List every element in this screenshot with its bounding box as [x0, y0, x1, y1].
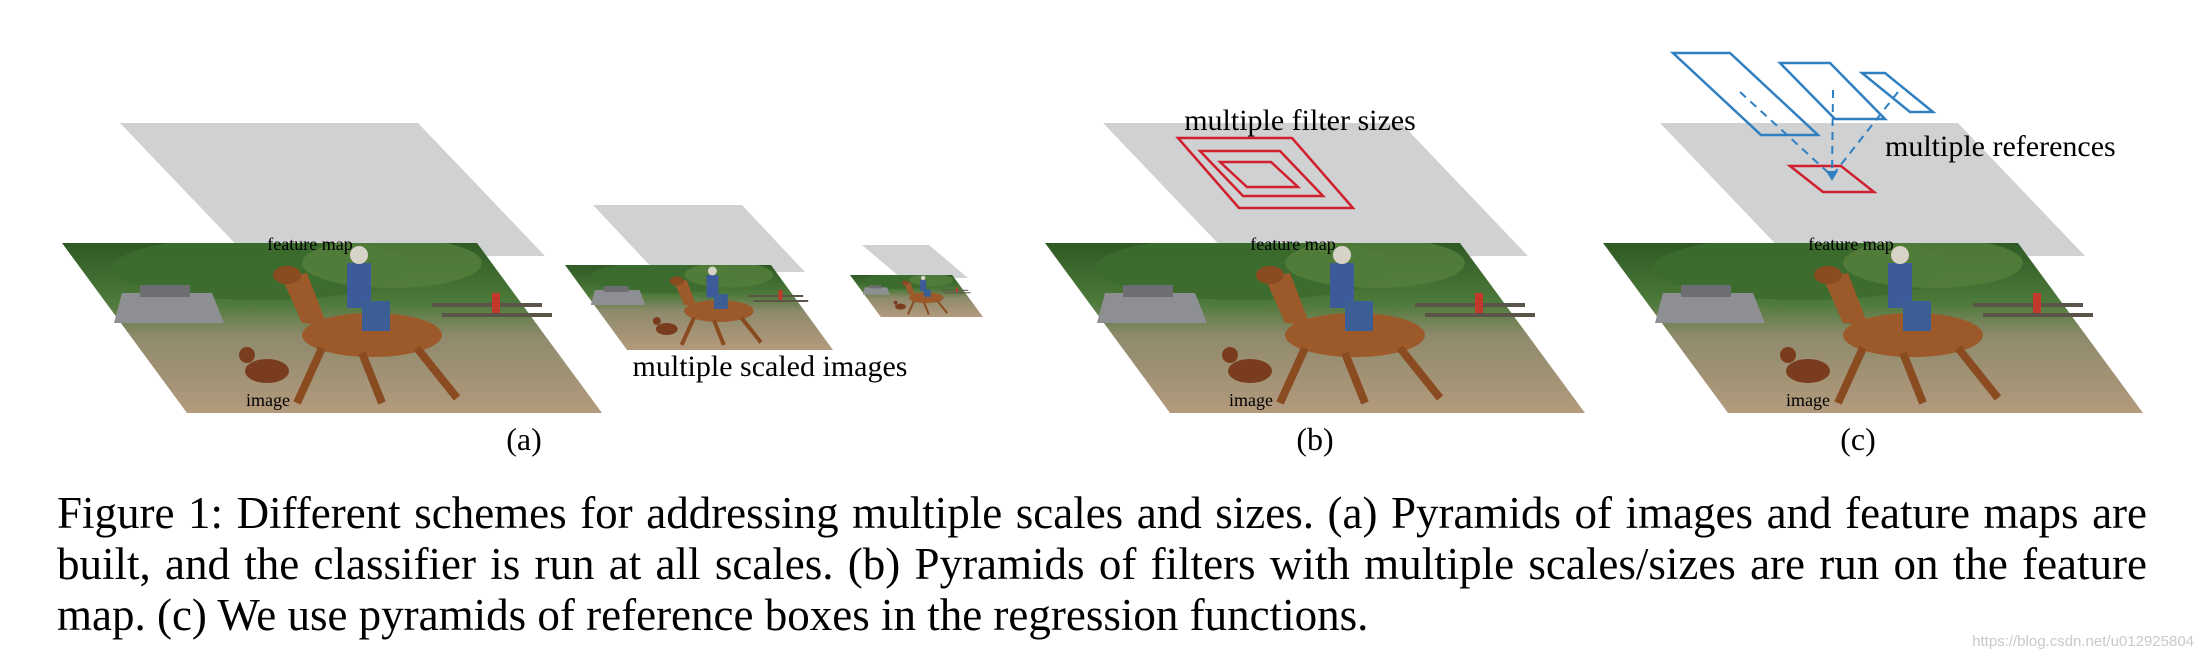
feature-map-plane-small	[862, 245, 968, 278]
filter-box-small	[1216, 160, 1302, 189]
image-plane-small	[850, 275, 983, 317]
feature-map-label: feature map	[1808, 234, 1893, 254]
feature-map-plane-large	[120, 123, 545, 256]
reference-box-tall	[1669, 51, 1822, 137]
annotation-multiple-scaled-images: multiple scaled images	[633, 350, 908, 383]
panel-a: feature map image multiple scaled images…	[62, 123, 983, 457]
annotation-multiple-filter-sizes: multiple filter sizes	[1184, 104, 1416, 137]
filter-boxes	[1175, 136, 1356, 210]
reference-anchor-box	[1786, 164, 1878, 194]
figure-1: feature map image multiple scaled images…	[0, 51, 2200, 457]
reference-boxes	[1669, 51, 1937, 137]
figure-caption: Figure 1: Different schemes for addressi…	[57, 488, 2147, 640]
reference-box-medium	[1777, 61, 1888, 121]
filter-box-large	[1175, 136, 1356, 210]
image-plane-medium	[565, 265, 833, 350]
panel-b: multiple filter sizes feature map image …	[1045, 104, 1585, 457]
image-plane	[1603, 236, 2143, 413]
watermark: https://blog.csdn.net/u012925804	[1972, 633, 2194, 650]
panel-label-b: (b)	[1296, 421, 1333, 457]
image-label: image	[1229, 390, 1273, 410]
reference-arrows	[1739, 89, 1899, 181]
annotation-multiple-references: multiple references	[1885, 130, 2116, 163]
feature-map-plane-medium	[593, 205, 805, 272]
arrow-from-medium-box	[1831, 89, 1834, 177]
image-label: image	[1786, 390, 1830, 410]
arrow-from-tall-box	[1739, 91, 1833, 177]
panel-label-c: (c)	[1840, 421, 1876, 457]
arrow-head	[1826, 171, 1838, 181]
feature-map-label: feature map	[267, 234, 352, 254]
arrow-from-small-box	[1831, 91, 1899, 177]
image-label: image	[246, 390, 290, 410]
feature-map-label: feature map	[1250, 234, 1335, 254]
reference-box-small	[1858, 71, 1937, 114]
filter-box-medium	[1197, 149, 1326, 198]
panel-label-a: (a)	[506, 421, 542, 457]
image-plane-large	[62, 236, 602, 413]
panel-c: multiple references feature map image (c…	[1603, 51, 2143, 457]
image-plane	[1045, 236, 1585, 413]
